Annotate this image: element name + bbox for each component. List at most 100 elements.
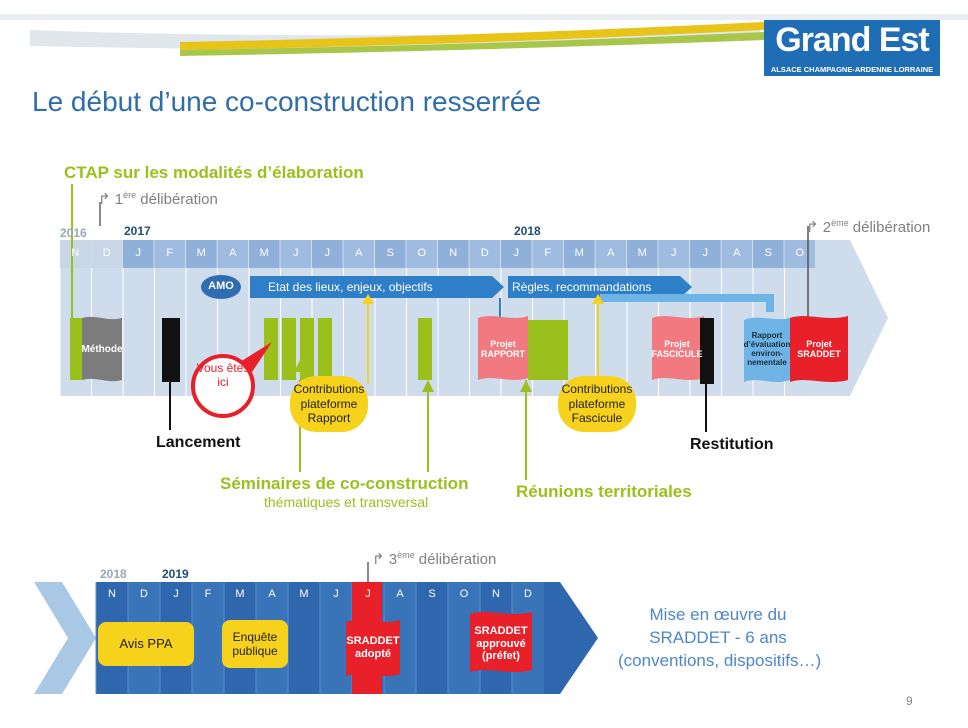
month-label: J <box>333 588 339 600</box>
avis-ppa-box: Avis PPA <box>98 622 194 666</box>
month-label: A <box>733 247 741 259</box>
vous-etes-ici-label: Vous êtes ici <box>196 361 250 389</box>
phase2-arrow <box>508 276 692 298</box>
phase1-arrow <box>250 276 504 298</box>
month-cell <box>501 240 532 268</box>
month-label: J <box>324 247 331 259</box>
year-label: 2018 <box>100 567 127 581</box>
projet-sraddet-doc <box>790 316 848 382</box>
rapport-eval-doc <box>744 317 790 382</box>
grand-est-logo: Grand Est <box>764 20 940 64</box>
month-label: M <box>196 247 206 259</box>
vous-etes-ici-marker <box>191 354 255 418</box>
year-label: 2019 <box>162 567 189 581</box>
month-label: J <box>293 247 299 259</box>
month-label: O <box>795 247 805 259</box>
enquete-box: Enquête publique <box>222 620 288 668</box>
month-label: J <box>365 588 371 600</box>
amo-label: AMO <box>208 280 234 292</box>
month-cell <box>375 240 406 268</box>
month-cell <box>784 240 815 268</box>
month-cell <box>60 240 91 268</box>
month-cell <box>343 240 374 268</box>
month-label: A <box>355 247 363 259</box>
seminaires-sublabel: thématiques et transversal <box>264 494 429 510</box>
projet-sraddet-label: Projet SRADDET <box>797 338 841 359</box>
month-cell <box>91 240 122 268</box>
month-label: M <box>299 588 309 600</box>
projet-rapport-label: Projet RAPPORT <box>480 338 525 359</box>
month-label: S <box>764 247 772 259</box>
seminar-bar <box>318 318 332 380</box>
month-label: N <box>492 588 500 600</box>
arrow-corner-icon: ↱ <box>372 551 385 568</box>
deliberation-3: ↱ 3ème délibération <box>372 550 497 568</box>
month-cell <box>595 240 626 268</box>
sraddet-approuve-label: SRADDET approuvé (préfet) <box>474 625 528 663</box>
restitution-label: Restitution <box>690 436 774 453</box>
month-label: A <box>268 588 276 600</box>
month-cell <box>627 240 658 268</box>
month-label: J <box>671 247 677 259</box>
month-label: N <box>108 588 116 600</box>
month-label: J <box>173 588 179 600</box>
phase2-label: Règles, recommandations <box>512 280 652 294</box>
month-label: D <box>524 588 532 600</box>
month-label: M <box>637 247 647 259</box>
year-label: 2018 <box>514 224 541 238</box>
month-cell <box>312 240 343 268</box>
header-decoration <box>0 14 968 56</box>
month-cell <box>154 240 185 268</box>
seminaires-label: Séminaires de co-construction <box>220 474 469 493</box>
seminar-bar <box>418 318 432 380</box>
logo-tagline: ALSACE CHAMPAGNE-ARDENNE LORRAINE <box>764 64 940 76</box>
arrow-corner-icon: ↱ <box>806 219 819 236</box>
month-cell <box>690 240 721 268</box>
year-label: 2017 <box>124 224 151 238</box>
month-cell <box>532 240 563 268</box>
lancement-bar <box>162 318 180 382</box>
contributions-rapport: Contributions plateforme Rapport <box>290 376 368 432</box>
restitution-bar <box>700 318 714 384</box>
seminar-bar <box>282 318 296 380</box>
month-label: A <box>607 247 615 259</box>
month-cell <box>564 240 595 268</box>
page-title: Le début d’une co-construction resserrée <box>32 86 541 117</box>
year-label: 2016 <box>60 226 87 240</box>
seminar-bar <box>300 318 314 380</box>
month-label: A <box>229 247 237 259</box>
month-label: D <box>140 588 148 600</box>
reunions-block <box>528 320 568 380</box>
phase1-label: Etat des lieux, enjeux, objectifs <box>268 280 433 294</box>
month-label: J <box>135 247 142 259</box>
contributions-fascicule: Contributions plateforme Fascicule <box>558 376 636 432</box>
month-cell <box>123 240 154 268</box>
month-cell <box>192 582 224 694</box>
month-cell <box>753 240 784 268</box>
methode-doc <box>82 316 122 382</box>
month-cell <box>217 240 248 268</box>
month-label: D <box>102 247 111 259</box>
month-label: A <box>396 588 404 600</box>
month-label: F <box>204 588 212 600</box>
page-number: 9 <box>906 694 913 708</box>
month-cell <box>658 240 689 268</box>
rapport-eval-label: Rapport d’évaluation environ-nementale <box>743 330 791 368</box>
methode-label: Méthode <box>81 344 123 356</box>
mise-en-oeuvre-text: Mise en œuvre du SRADDET - 6 ans (conven… <box>618 605 822 670</box>
reunions-label: Réunions territoriales <box>516 482 692 501</box>
month-cell <box>469 240 500 268</box>
month-label: O <box>417 247 427 259</box>
month-cell <box>280 240 311 268</box>
month-label: M <box>574 247 584 259</box>
ctap-label: CTAP sur les modalités d’élaboration <box>64 163 364 182</box>
month-label: N <box>449 247 458 259</box>
deliberation-2: ↱ 2ème délibération <box>806 218 931 236</box>
month-cell <box>438 240 469 268</box>
arrow-corner-icon: ↱ <box>98 191 111 208</box>
month-label: S <box>386 247 394 259</box>
month-label: J <box>702 247 709 259</box>
deliberation-1: ↱ 1ère délibération <box>98 190 218 208</box>
projet-fascicule-label: Projet FASCICULE <box>651 338 703 359</box>
